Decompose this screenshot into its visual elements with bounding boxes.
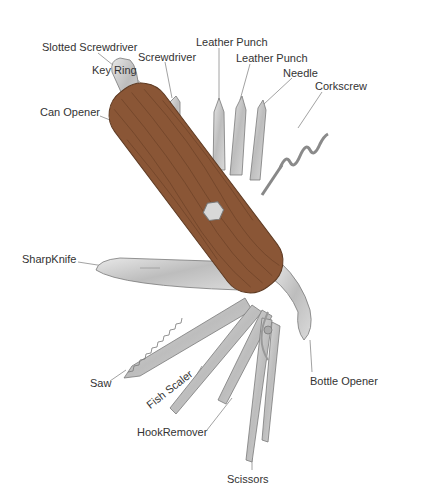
leader-lines — [78, 48, 322, 470]
part-label: Can Opener — [40, 106, 100, 119]
part-label: Needle — [283, 67, 318, 80]
part-label: Leather Punch — [196, 36, 268, 49]
part-label: HookRemover — [137, 426, 207, 439]
part-label: Bottle Opener — [310, 375, 378, 388]
part-label: Slotted Screwdriver — [42, 41, 137, 54]
part-label: Screwdriver — [138, 51, 196, 64]
tools — [96, 58, 328, 462]
wooden-handle — [98, 72, 294, 304]
part-label: Leather Punch — [236, 52, 308, 65]
part-label: SharpKnife — [22, 253, 76, 266]
part-label: Saw — [90, 377, 111, 390]
part-label: Scissors — [227, 473, 269, 486]
part-label: Corkscrew — [315, 80, 367, 93]
part-label: Key Ring — [92, 64, 137, 77]
